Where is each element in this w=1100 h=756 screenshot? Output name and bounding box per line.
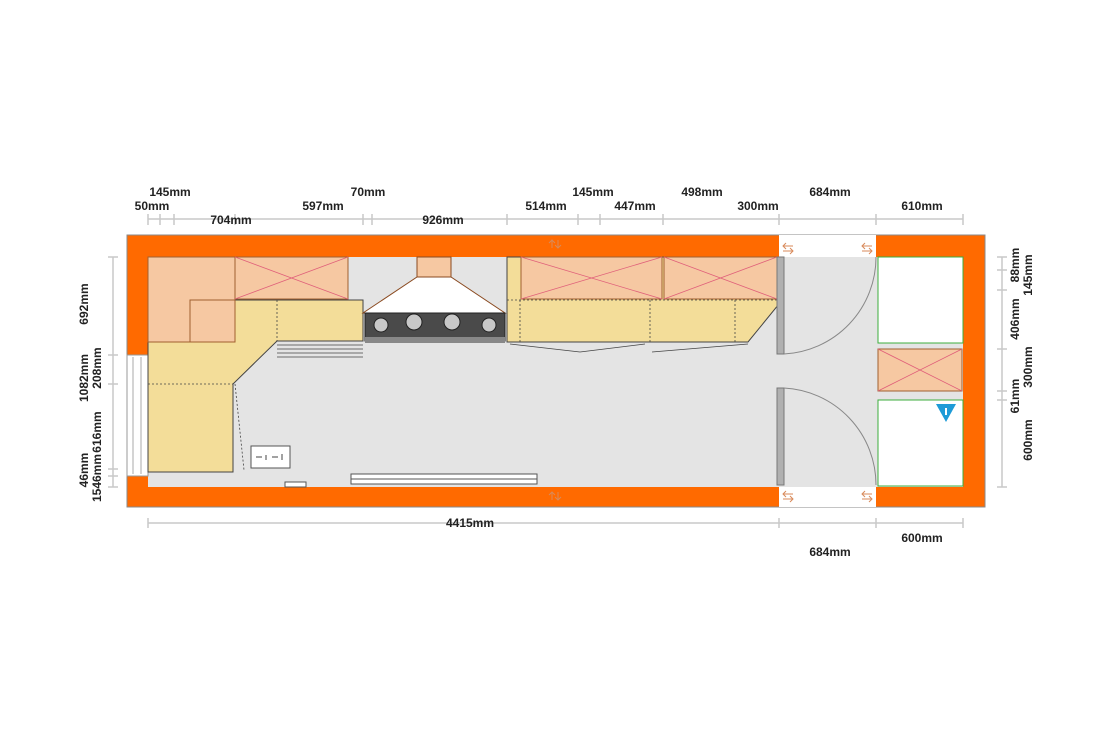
top-inner-dimension-labels: 50mm 704mm 597mm 926mm 514mm 447mm 300mm…: [135, 199, 943, 227]
fridge-cabinet: [877, 256, 964, 344]
wall-arrow-icon: [548, 239, 873, 503]
left-dimension-labels: 692mm 1082mm 208mm 616mm 46mm 1546mm: [77, 283, 104, 502]
upper-cabinets: [147, 256, 778, 343]
dim-label: 600mm: [1021, 419, 1035, 460]
dim-label: 145mm: [572, 185, 613, 199]
doorway-bottom: [779, 487, 876, 507]
hood-chimney: [416, 256, 452, 278]
door-swing: [783, 387, 877, 486]
dim-label: 600mm: [901, 531, 942, 545]
left-dimension-lines: [108, 256, 118, 488]
dim-label: 1082mm: [77, 354, 91, 402]
right-dimension-lines: [997, 256, 1007, 488]
dim-label: 300mm: [737, 199, 778, 213]
burner-icon: [481, 317, 497, 333]
dim-label: 145mm: [149, 185, 190, 199]
dim-label: 684mm: [809, 185, 850, 199]
dim-label: 610mm: [901, 199, 942, 213]
dim-label: 406mm: [1008, 298, 1022, 339]
dim-label: 616mm: [90, 411, 104, 452]
door-leaf: [776, 387, 785, 486]
door-swing: [783, 256, 877, 355]
bottom-dimension-lines: [147, 518, 964, 528]
top-outer-dimension-labels: 145mm 70mm 145mm 498mm 684mm: [149, 185, 850, 199]
dim-label: 684mm: [809, 545, 850, 559]
dim-label: 61mm: [1008, 379, 1022, 414]
door-leaf: [776, 256, 785, 355]
fixtures: [250, 445, 538, 488]
cooktop-edge: [365, 337, 505, 343]
dim-label: 46mm: [77, 453, 91, 488]
double-door: [776, 256, 877, 486]
dim-label: 4415mm: [446, 516, 494, 530]
doorway-top: [779, 235, 876, 257]
bottom-dimension-labels: 4415mm 684mm 600mm: [446, 516, 943, 559]
dim-label: 447mm: [614, 199, 655, 213]
right-dimension-labels: 88mm 145mm 406mm 300mm 61mm 600mm: [1008, 248, 1035, 461]
dim-label: 1546mm: [90, 454, 104, 502]
window-opening: [126, 354, 149, 477]
doorway-floor: [779, 257, 876, 487]
cooktop: [364, 312, 506, 343]
dim-label: 597mm: [302, 199, 343, 213]
top-dimension-lines: [147, 214, 964, 225]
burner-icon: [443, 313, 461, 331]
outlet-marks: [256, 454, 283, 460]
dim-label: 88mm: [1008, 248, 1022, 283]
dim-label: 498mm: [681, 185, 722, 199]
dim-label: 692mm: [77, 283, 91, 324]
burner-icon: [405, 313, 423, 331]
dim-label: 300mm: [1021, 346, 1035, 387]
dim-label: 926mm: [422, 213, 463, 227]
power-outlet-icon: [250, 445, 291, 469]
dim-label: 70mm: [351, 185, 386, 199]
dim-label: 514mm: [525, 199, 566, 213]
dim-label: 208mm: [90, 347, 104, 388]
dim-label: 145mm: [1021, 254, 1035, 295]
burner-icon: [373, 317, 389, 333]
dim-label: 50mm: [135, 199, 170, 213]
floor-vent: [284, 481, 307, 488]
pantry-units: [877, 256, 964, 487]
cooktop-body: [364, 312, 506, 342]
dim-label: 704mm: [210, 213, 251, 227]
